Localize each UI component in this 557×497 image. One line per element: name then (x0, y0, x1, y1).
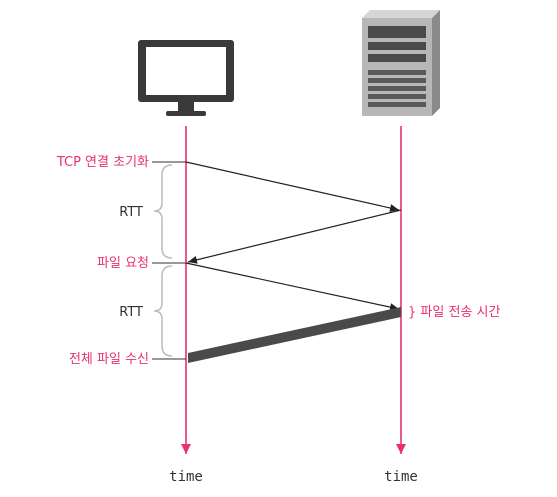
file-request-label: 파일 요청 (97, 256, 149, 271)
file-received-label: 전체 파일 수신 (69, 352, 149, 367)
computer-monitor-icon (138, 40, 234, 116)
rtt-brace-1 (153, 164, 173, 259)
file-transfer-band (188, 307, 401, 363)
rtt-brace-2 (153, 265, 173, 357)
rtt-label-2: RTT (119, 305, 143, 320)
server-tower-icon (362, 10, 440, 116)
request-arrow (185, 262, 400, 312)
transmission-time-label: } 파일 전송 시간 (408, 305, 500, 320)
client-time-label: time (169, 469, 203, 485)
rtt-label-1: RTT (119, 205, 143, 220)
syn-ack-arrow (187, 209, 402, 264)
tcp-init-label: TCP 연결 초기화 (56, 155, 149, 170)
server-time-label: time (384, 469, 418, 485)
syn-arrow (185, 161, 400, 212)
